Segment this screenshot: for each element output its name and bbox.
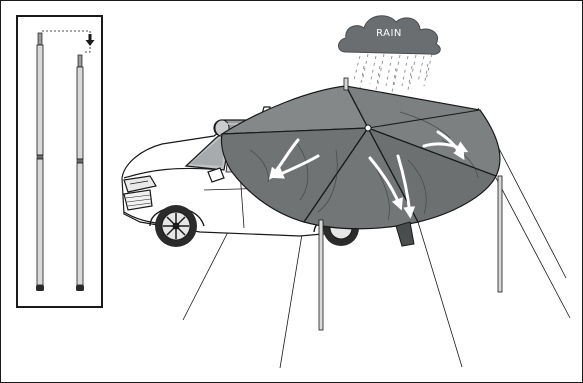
awning-strap-bag — [396, 222, 414, 246]
rain-drops — [354, 54, 432, 92]
rain-cloud: RAIN — [339, 16, 441, 92]
awning-hub — [365, 125, 371, 131]
awning-panel-top — [222, 86, 368, 134]
extended-pole — [36, 33, 44, 291]
collapsed-pole — [76, 55, 84, 291]
front-wheel — [155, 205, 197, 247]
pole-inset-panel — [17, 16, 102, 307]
rain-label: RAIN — [376, 28, 402, 39]
